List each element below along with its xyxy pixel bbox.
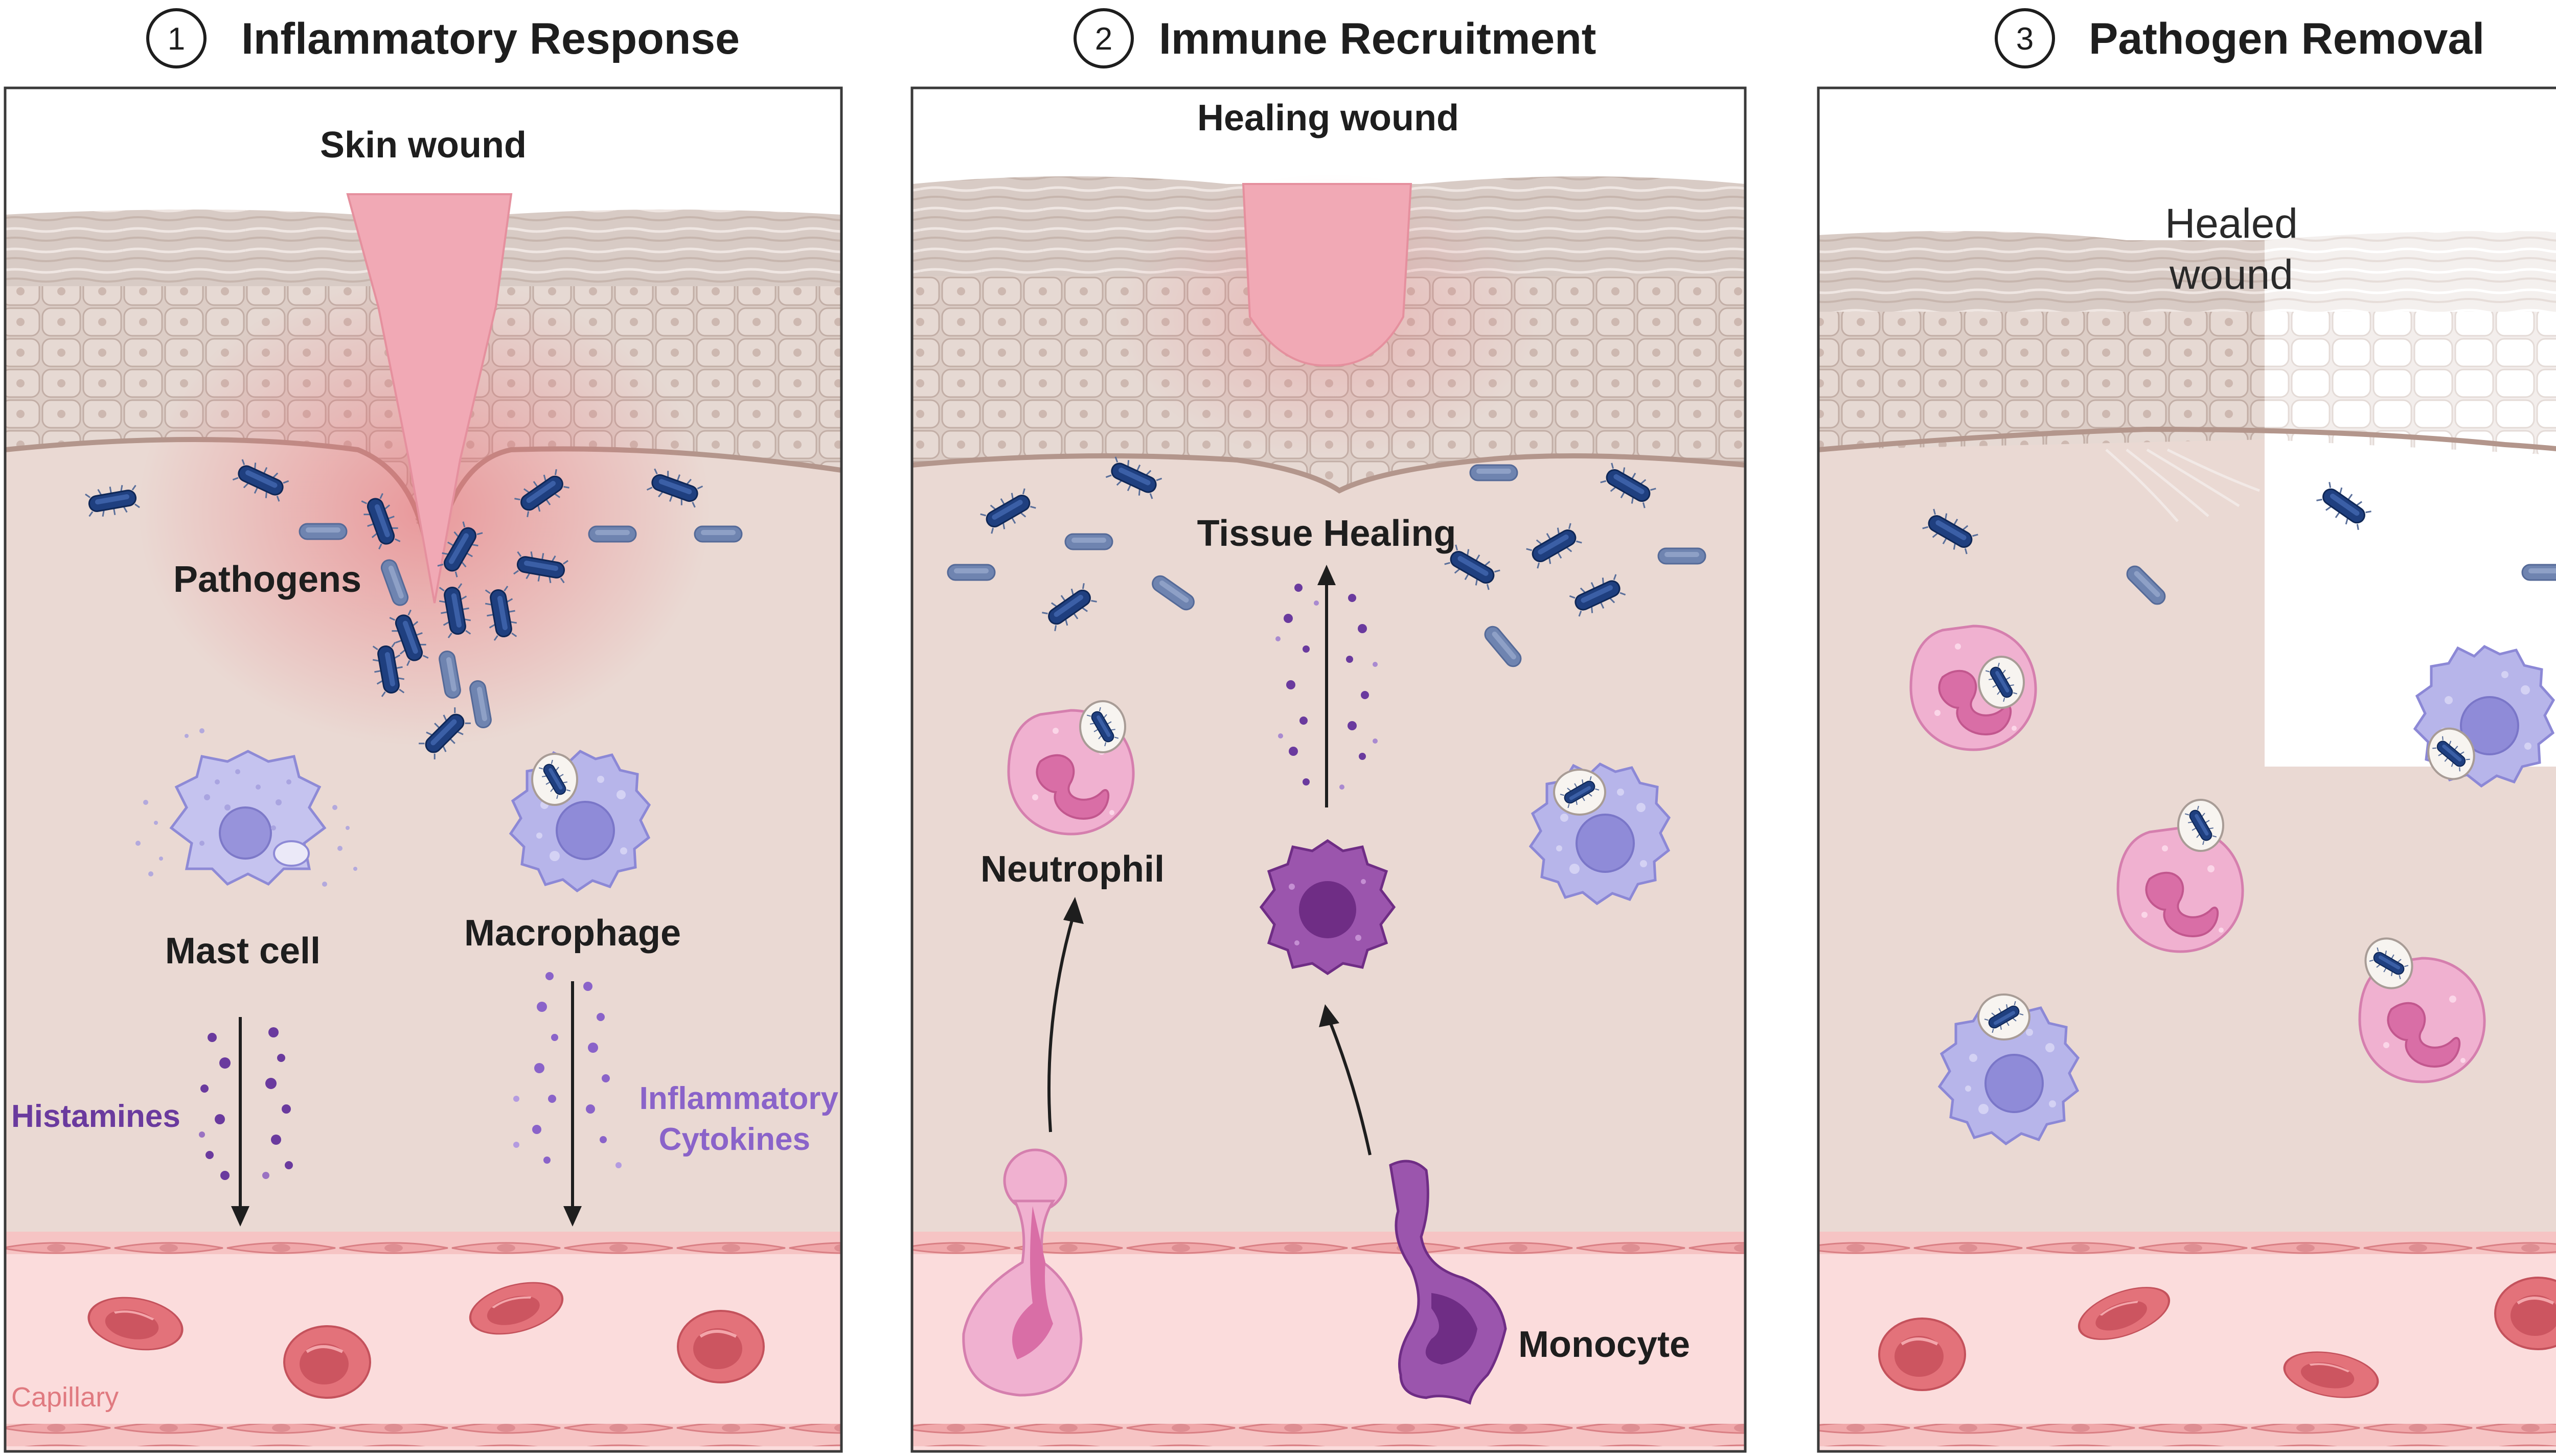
histamine-arrow: [231, 1017, 249, 1227]
healed-wound-label-line2: wound: [2169, 251, 2293, 298]
healing-particles: [1275, 584, 1378, 790]
mast-cell-label: Mast cell: [165, 931, 321, 972]
tissue-healing-label: Tissue Healing: [1197, 513, 1456, 554]
panel-1-header: 1 Inflammatory Response: [146, 8, 740, 68]
skin-wound: [346, 193, 513, 604]
monocyte-migration-arrow: [1319, 1004, 1372, 1155]
step-3-number: 3: [2016, 21, 2034, 57]
panel-2-frame: [910, 86, 1747, 1453]
healing-wound: [1242, 183, 1412, 367]
panel-1-frame: [4, 86, 843, 1453]
neutrophil-extravasating: [962, 1148, 1083, 1397]
histamines-label: Histamines: [11, 1099, 180, 1134]
cytokine-particles: [513, 972, 622, 1168]
cytokines-label-line1: Inflammatory: [640, 1081, 839, 1116]
neutrophil-label: Neutrophil: [980, 849, 1165, 890]
panel-3-title: Pathogen Removal: [2089, 14, 2484, 63]
panel-3-frame: [1817, 86, 2556, 1453]
neutrophil: [1009, 701, 1133, 834]
panel-1-illustration: [5, 88, 841, 1451]
monocyte-extravasating: [1389, 1160, 1507, 1405]
panel-3-header: 3 Pathogen Removal: [1995, 8, 2484, 68]
panel-2-illustration: [912, 88, 1745, 1451]
skin-wound-label: Skin wound: [320, 125, 527, 166]
panel-1-title: Inflammatory Response: [241, 14, 740, 63]
step-2-number: 2: [1095, 21, 1112, 57]
histamine-particles: [199, 1027, 293, 1180]
cytokine-arrow: [563, 981, 582, 1227]
step-2-circle: [1074, 8, 1134, 68]
neutrophil-migration-arrow: [1047, 897, 1084, 1133]
capillary-label: Capillary: [11, 1382, 119, 1413]
cytokines-label-line2: Cytokines: [659, 1122, 810, 1157]
step-3-circle: [1995, 8, 2055, 68]
monocyte-differentiated: [1259, 839, 1396, 976]
neutrophil: [1911, 626, 2036, 750]
healed-wound-label-line1: Healed: [2165, 200, 2298, 247]
tissue-healing-arrow: [1317, 565, 1336, 807]
macrophage: [2415, 646, 2553, 786]
panel-2-title: Immune Recruitment: [1159, 14, 1596, 63]
macrophage-label: Macrophage: [464, 913, 681, 954]
pathogens-label: Pathogens: [173, 559, 361, 600]
panel-2-header: 2 Immune Recruitment: [1074, 8, 1596, 68]
panel-3-illustration: [1818, 88, 2556, 1451]
healing-wound-label: Healing wound: [1197, 98, 1459, 138]
mast-cell: [135, 728, 357, 887]
step-1-circle: [146, 8, 207, 68]
monocyte-label: Monocyte: [1518, 1324, 1690, 1365]
step-1-number: 1: [168, 21, 185, 57]
